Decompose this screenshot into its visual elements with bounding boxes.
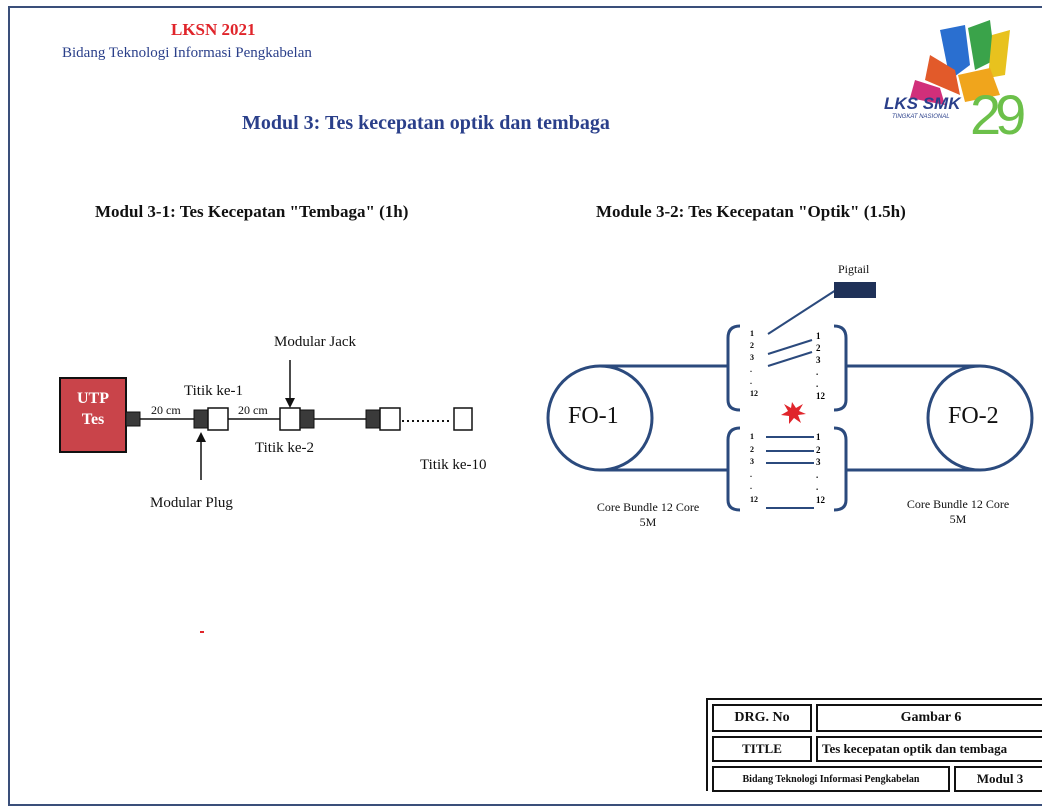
point-2-label: Titik ke-2 (255, 440, 315, 456)
core-number: 12 (750, 494, 758, 504)
tester-label-2: Tes (81, 411, 105, 428)
core-number: 2 (816, 343, 821, 353)
core-number: 3 (816, 457, 821, 467)
core-number: 1 (750, 432, 754, 441)
drg-value-cell: Gambar 6 (816, 704, 1042, 732)
distance-label-1: 20 cm (151, 403, 181, 417)
logo-brand: LKS SMK (884, 94, 961, 113)
core-number: 2 (750, 341, 754, 350)
fo2-label: FO-2 (948, 403, 999, 429)
module-title: Modul 3: Tes kecepatan optik dan tembaga (242, 112, 610, 134)
core-number: 1 (816, 432, 821, 442)
core-number: 12 (750, 389, 758, 398)
splice-bottom-left-bracket (726, 426, 741, 512)
core-number: 12 (816, 494, 825, 505)
core-number: 1 (816, 331, 821, 341)
core-number: . (750, 377, 752, 386)
core-top-2-line (767, 339, 813, 355)
fo1-label: FO-1 (568, 403, 619, 429)
bundle-left-line1: Core Bundle 12 Core (596, 500, 700, 514)
modular-jack-3 (379, 407, 401, 431)
plug-arrow-head (196, 432, 206, 442)
core-number: . (750, 365, 752, 374)
core-number: . (750, 469, 752, 479)
pigtail-fiber (767, 289, 837, 335)
bundle-left-line2: 5M (639, 515, 657, 529)
core-number: 12 (816, 391, 825, 401)
cores-top-left: 1 2 3 . . 12 (750, 328, 758, 400)
field-subtitle: Bidang Teknologi Informasi Pengkabelan (62, 45, 312, 61)
bundle-right-line2: 5M (949, 512, 967, 526)
logo-number: 29 (970, 83, 1026, 146)
copper-section-title: Modul 3-1: Tes Kecepatan "Tembaga" (1h) (95, 202, 409, 221)
fiber-break-icon (781, 402, 806, 424)
modular-jack-10 (453, 407, 473, 431)
title-label-cell: TITLE (712, 736, 812, 762)
splice-bottom-right-bracket (833, 426, 848, 512)
modular-plug-label: Modular Plug (150, 495, 233, 511)
core-number: . (750, 482, 752, 491)
core-number: . (816, 469, 819, 480)
modular-plug-1 (193, 409, 209, 429)
optic-section-title: Module 3-2: Tes Kecepatan "Optik" (1.5h) (596, 202, 906, 221)
tester-label-1: UTP (77, 390, 109, 407)
point-10-label: Titik ke-10 (420, 457, 487, 473)
modular-jack-2 (279, 407, 301, 431)
point-1-label: Titik ke-1 (184, 383, 244, 399)
splice-top-right-bracket (833, 324, 848, 412)
cores-bottom-left: 1 2 3 . . 12 (750, 431, 758, 506)
core-number: . (816, 367, 819, 377)
modular-plug-3 (365, 409, 381, 429)
drg-label-cell: DRG. No (712, 704, 812, 732)
pigtail-label: Pigtail (838, 262, 870, 276)
core-top-3-line (767, 351, 813, 367)
core-number: 3 (816, 355, 821, 365)
pigtail-connector (834, 282, 876, 298)
core-number: 2 (750, 444, 754, 454)
logo-graphic (910, 20, 1010, 105)
modular-plug-2 (299, 409, 315, 429)
distance-label-2: 20 cm (238, 403, 268, 417)
jack-arrow-head (285, 398, 295, 408)
core-number: 1 (750, 329, 754, 338)
cores-top-right: 1 2 3 . . 12 (816, 330, 825, 402)
core-number: 3 (750, 353, 754, 362)
core-number: 2 (816, 444, 821, 455)
tester-port (125, 411, 141, 427)
modular-jack-1 (207, 407, 229, 431)
title-value-cell: Tes kecepatan optik dan tembaga (816, 736, 1042, 762)
core-number: . (816, 482, 819, 492)
splice-top-left-bracket (726, 324, 741, 412)
field-cell: Bidang Teknologi Informasi Pengkabelan (712, 766, 950, 792)
core-number: . (816, 379, 819, 389)
title-block: DRG. No Gambar 6 TITLE Tes kecepatan opt… (706, 698, 1042, 792)
cores-bottom-right: 1 2 3 . . 12 (816, 431, 825, 506)
bundle-right-line1: Core Bundle 12 Core (906, 497, 1010, 511)
logo-tagline: TINGKAT NASIONAL (892, 114, 950, 120)
modular-jack-label: Modular Jack (274, 334, 357, 350)
event-title: LKSN 2021 (171, 20, 256, 39)
module-cell: Modul 3 (954, 766, 1042, 792)
core-number: 3 (750, 457, 754, 466)
utp-tester-box (59, 377, 127, 453)
lks-logo: LKS SMK TINGKAT NASIONAL 29 (870, 20, 1040, 150)
